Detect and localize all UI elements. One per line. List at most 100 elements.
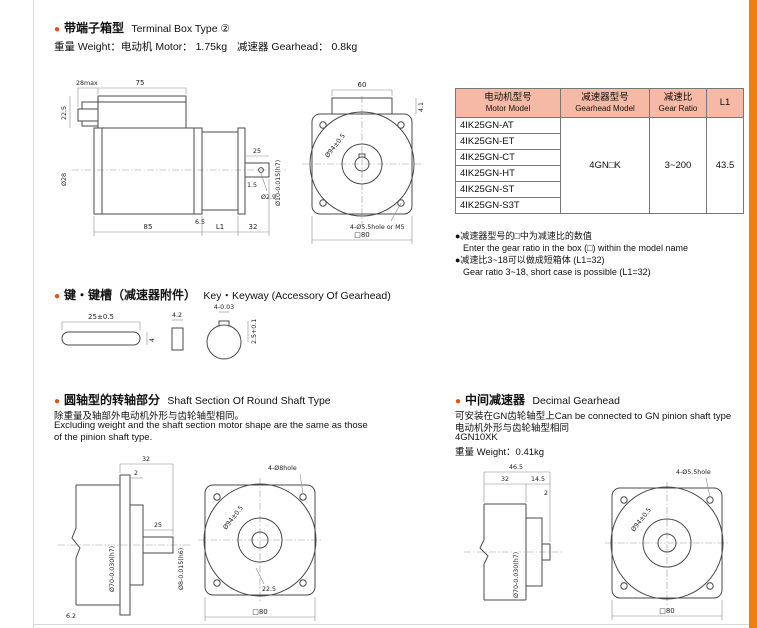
round-shaft-svg: 32 2 25 Ø8-0.015(h6) Ø70-0.030(h7) 6.2 4… xyxy=(58,456,322,621)
decimal-gearhead-title-en: Decimal Gearhead xyxy=(532,395,620,407)
dim-square-80: □80 xyxy=(354,231,370,239)
mounting-hole xyxy=(397,199,405,207)
keyway-slot xyxy=(218,320,230,327)
col-header-motor-model-en: Motor Model xyxy=(485,103,531,113)
round-shaft-text-3: of the pinion shaft type. xyxy=(54,432,153,443)
round-shaft-drawing: 32 2 25 Ø8-0.015(h6) Ø70-0.030(h7) 6.2 4… xyxy=(50,450,330,628)
col-header-gear-ratio-en: Gear Ratio xyxy=(658,103,698,113)
shaft-circle xyxy=(354,156,370,172)
col-header-gearhead-model-en: Gearhead Model xyxy=(575,103,635,113)
shaft-hole xyxy=(258,167,264,173)
terminal-box-section-header: ●带端子箱型 Terminal Box Type ② xyxy=(54,19,230,36)
dim-25: 25 xyxy=(253,148,261,155)
dim-key-length: 25±0.5 xyxy=(88,313,114,321)
cable-gland-top xyxy=(81,101,99,110)
decimal-gearhead-drawing: 46.5 32 14.5 2 Ø70-0.030(h7) 4-Ø5.5hole … xyxy=(452,460,742,628)
key-keyway-svg: 25±0.5 4 4.2 4-0.03 2.5+0.1 xyxy=(61,304,258,360)
key-keyway-section-header: ●键・键槽（减速器附件） Key・Keyway (Accessory Of Ge… xyxy=(54,286,391,303)
mounting-hole xyxy=(706,496,714,504)
key-keyway-title-cn: 键・键槽（减速器附件） xyxy=(64,288,197,302)
decimal-gearhead-svg: 46.5 32 14.5 2 Ø70-0.030(h7) 4-Ø5.5hole … xyxy=(464,464,729,620)
motor-side-view-svg: 28max 75 22.5 Ø28 25 Ø10-0.015(h7) 1.5 Ø… xyxy=(60,79,286,236)
flange-square xyxy=(311,113,413,215)
table-header-row: 电动机型号 Motor Model 减速器型号 Gearhead Model 减… xyxy=(455,88,744,118)
cable-gland-bottom xyxy=(81,120,99,127)
dim-o2-9: Ø2.9 xyxy=(261,193,276,201)
l1-value-cell: 43.5 xyxy=(706,116,744,214)
dim-keyway-width: 4-0.03 xyxy=(214,304,234,311)
round-shaft xyxy=(142,536,174,554)
terminal-box-outline xyxy=(97,95,187,129)
dim-75: 75 xyxy=(136,79,145,87)
weight-motor-text: 重量 Weight：电动机 Motor： 1.75kg xyxy=(54,41,228,53)
table-row: 4IK25GN-S3T xyxy=(455,196,744,214)
mounting-hole xyxy=(319,121,327,129)
bolt-circle xyxy=(203,483,317,597)
dim-85: 85 xyxy=(144,223,153,231)
page-edge-stripe xyxy=(749,0,757,628)
dim-keyway-depth: 2.5+0.1 xyxy=(251,319,258,344)
dim-L1: L1 xyxy=(216,223,224,231)
pilot-circle xyxy=(237,517,283,563)
mounting-hole xyxy=(213,579,221,587)
keyway-notch xyxy=(358,153,366,158)
output-shaft xyxy=(244,162,270,178)
dim-key-width: 4.2 xyxy=(172,312,182,319)
motor-side-view-drawing: 28max 75 22.5 Ø28 25 Ø10-0.015(h7) 1.5 Ø… xyxy=(52,74,292,259)
dim-14-5: 14.5 xyxy=(531,476,545,483)
mounting-hole xyxy=(706,582,714,590)
section-bullet-icon: ● xyxy=(455,396,462,407)
gear-ratio-cell: 3~200 xyxy=(649,116,707,214)
mounting-hole xyxy=(397,121,405,129)
table-row: 4IK25GN-AT 4GN□K 3~200 43.5 xyxy=(455,116,744,214)
col-header-gearhead-model: 减速器型号 Gearhead Model xyxy=(560,88,650,118)
cable-gland-body xyxy=(77,108,99,122)
dim-6-5: 6.5 xyxy=(195,219,205,226)
round-shaft-title-en: Shaft Section Of Round Shaft Type xyxy=(167,395,331,407)
terminal-box-title-en: Terminal Box Type ② xyxy=(131,23,230,35)
flange-square xyxy=(204,484,316,596)
dim-mounting-holes: 4-Ø5.5hole xyxy=(676,468,711,476)
dim-bolt-circle: Ø94±0.5 xyxy=(221,504,245,531)
mounting-hole xyxy=(299,579,307,587)
break-line xyxy=(71,485,81,605)
weight-gearhead-text: 减速器 Gearhead： 0.8kg xyxy=(237,41,358,53)
col-header-l1-label: L1 xyxy=(719,97,731,108)
key-end-view xyxy=(171,327,184,351)
dim-pilot-diameter: Ø70-0.030(h7) xyxy=(512,552,520,598)
dim-bolt-circle: Ø94±0.5 xyxy=(323,132,347,159)
dim-32: 32 xyxy=(501,476,509,483)
round-shaft-text-2: Excluding weight and the shaft section m… xyxy=(54,420,368,431)
mounting-hole xyxy=(213,493,221,501)
dim-22-5: 22.5 xyxy=(262,586,276,593)
pilot-circle xyxy=(341,143,383,185)
col-header-motor-model: 电动机型号 Motor Model xyxy=(455,88,561,118)
motor-model-cell: 4IK25GN-CT xyxy=(455,148,561,166)
dim-32: 32 xyxy=(142,456,150,463)
dim-1-5: 1.5 xyxy=(247,182,257,189)
key-keyway-drawing: 25±0.5 4 4.2 4-0.03 2.5+0.1 xyxy=(52,300,267,380)
decimal-gearhead-section-header: ●中间减速器 Decimal Gearhead xyxy=(455,391,620,408)
mounting-hole xyxy=(620,582,628,590)
note-line-2: Enter the gear ratio in the box (□) with… xyxy=(463,243,689,254)
table-notes: ●减速器型号的□中为减速比的数值 Enter the gear ratio in… xyxy=(455,230,747,279)
motor-model-cell: 4IK25GN-ST xyxy=(455,180,561,198)
dim-shaft-diameter: Ø10-0.015(h7) xyxy=(274,160,282,206)
break-line xyxy=(479,504,489,600)
pinion-stub xyxy=(541,543,551,561)
pilot-circle xyxy=(642,518,692,568)
dim-square-80: □80 xyxy=(252,608,268,616)
section-bullet-icon: ● xyxy=(54,291,61,302)
dim-60: 60 xyxy=(358,81,367,89)
decimal-gearhead-title-cn: 中间减速器 xyxy=(465,393,526,407)
motor-body-outline xyxy=(93,127,203,215)
decimal-gearhead-text-2: 电动机外形与齿轮轴型相同 xyxy=(455,423,570,434)
note-line-1: ●减速器型号的□中为减速比的数值 xyxy=(455,231,592,241)
shaft-cross-section xyxy=(206,324,242,360)
motor-model-cell: 4IK25GN-AT xyxy=(455,116,561,134)
decimal-gearhead-weight-text: 重量 Weight：0.41kg xyxy=(455,447,545,458)
dim-25: 25 xyxy=(154,522,162,529)
note-line-3: ●减速比3~18可以做成短箱体 (L1=32) xyxy=(455,255,605,266)
motor-front-view-drawing: 60 4.1 Ø94±0.5 4-Ø5.5hole or M5 □80 xyxy=(292,74,432,259)
col-header-l1: L1 xyxy=(706,88,744,118)
